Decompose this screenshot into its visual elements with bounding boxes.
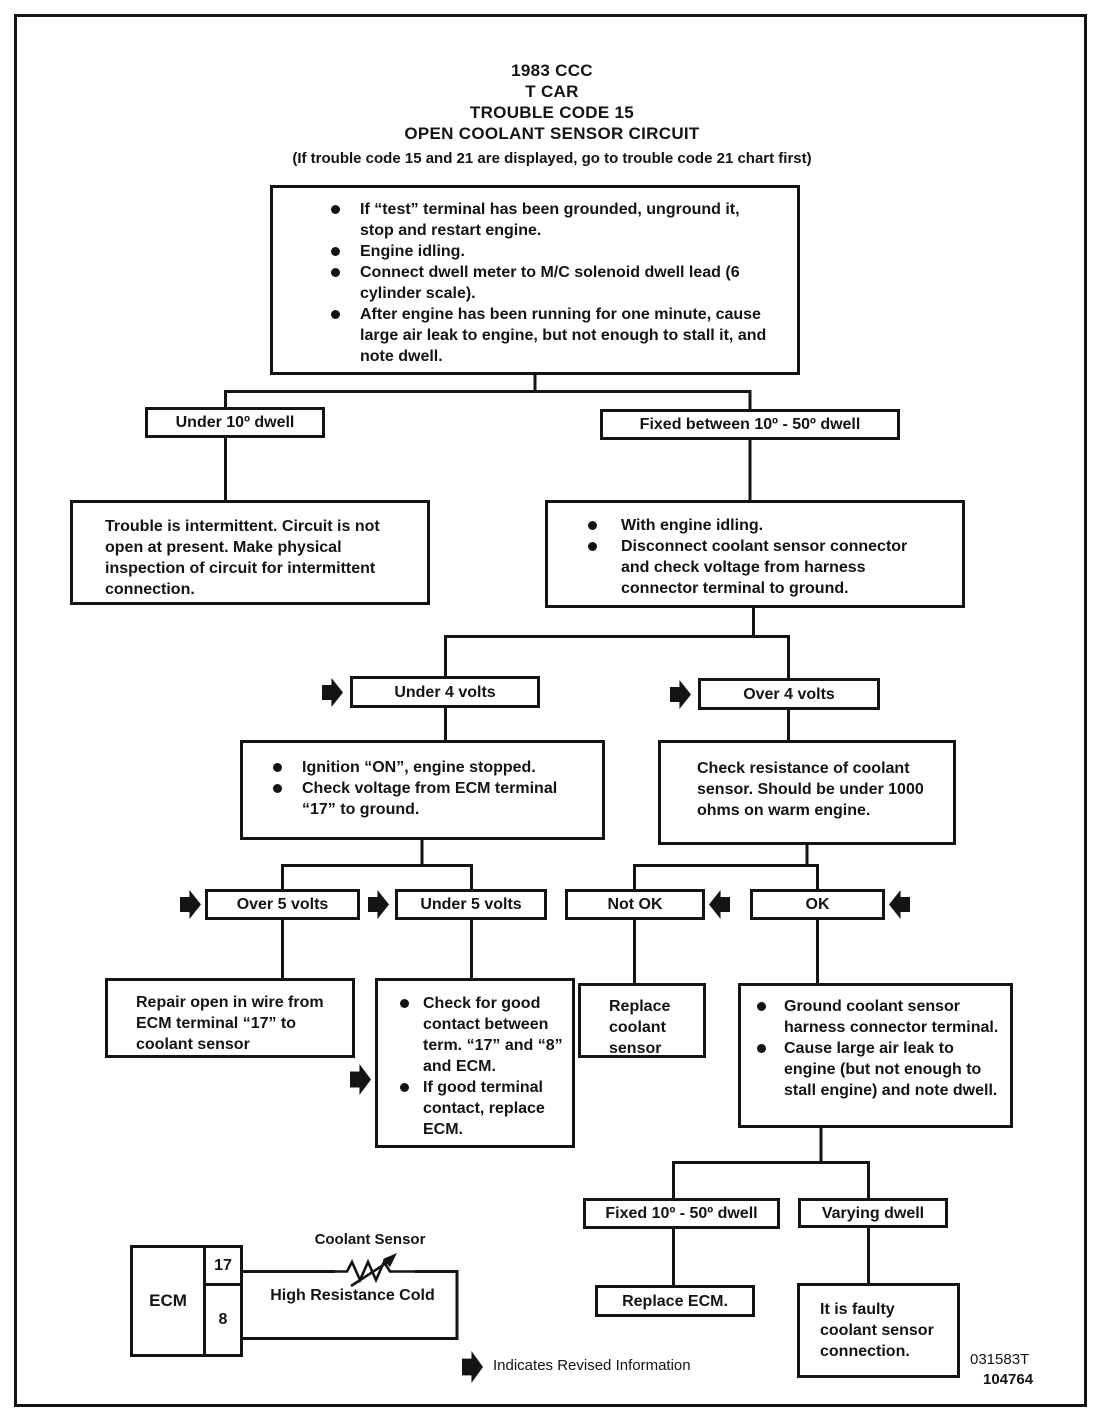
title-line-3: TROUBLE CODE 15 bbox=[469, 103, 635, 122]
figure-number: 104764 bbox=[983, 1371, 1034, 1388]
start-bullet: Connect dwell meter to M/C solenoid dwel… bbox=[360, 264, 740, 302]
decision-over-5-volts: Over 5 volts bbox=[205, 889, 360, 920]
ground-bullet: Cause large air leak to engine (but not … bbox=[784, 1040, 998, 1099]
contact-bullet: Check for good contact between term. “17… bbox=[423, 995, 563, 1075]
high-resistance-note: High Resistance Cold bbox=[270, 1287, 435, 1304]
decision-fixed-dwell: Fixed 10º - 50º dwell bbox=[583, 1198, 780, 1229]
variable-resistor-icon bbox=[335, 1253, 415, 1288]
bullet-icon bbox=[400, 1083, 409, 1092]
bullet-icon bbox=[588, 521, 597, 530]
page-title: 1983 CCC T CAR TROUBLE CODE 15 OPEN COOL… bbox=[0, 60, 1104, 144]
title-line-4: OPEN COOLANT SENSOR CIRCUIT bbox=[404, 124, 700, 143]
page-border bbox=[14, 14, 1087, 1407]
flow-box-engine-idling-check: With engine idling. Disconnect coolant s… bbox=[545, 500, 965, 608]
flow-box-start-instructions: If “test” terminal has been grounded, un… bbox=[270, 185, 800, 375]
decision-fixed-10-50-dwell: Fixed between 10º - 50º dwell bbox=[600, 409, 900, 440]
decision-over-4-volts: Over 4 volts bbox=[698, 678, 880, 710]
bullet-icon bbox=[331, 247, 340, 256]
decision-ok: OK bbox=[750, 889, 885, 920]
flow-box-replace-coolant-sensor: Replace coolant sensor bbox=[578, 983, 706, 1058]
start-bullet: After engine has been running for one mi… bbox=[360, 306, 767, 365]
idling-bullet: Disconnect coolant sensor connector and … bbox=[621, 538, 908, 597]
flow-box-check-resistance: Check resistance of coolant sensor. Shou… bbox=[658, 740, 956, 845]
bullet-icon bbox=[273, 784, 282, 793]
bullet-icon bbox=[757, 1044, 766, 1053]
decision-under-10-dwell: Under 10º dwell bbox=[145, 407, 325, 438]
revision-code: 031583T bbox=[970, 1351, 1030, 1368]
flow-box-faulty-connection: It is faulty coolant sensor connection. bbox=[797, 1283, 960, 1378]
title-line-1: 1983 CCC bbox=[511, 61, 593, 80]
coolant-sensor-label: Coolant Sensor bbox=[314, 1231, 426, 1248]
bullet-icon bbox=[331, 310, 340, 319]
flow-box-check-terminal-contact: Check for good contact between term. “17… bbox=[375, 978, 575, 1148]
start-bullet: If “test” terminal has been grounded, un… bbox=[360, 201, 740, 239]
flow-box-intermittent: Trouble is intermittent. Circuit is not … bbox=[70, 500, 430, 605]
ignition-bullet: Ignition “ON”, engine stopped. bbox=[302, 759, 536, 776]
contact-bullet: If good terminal contact, replace ECM. bbox=[423, 1079, 545, 1138]
flow-box-replace-ecm: Replace ECM. bbox=[595, 1285, 755, 1317]
flow-box-ground-sensor-check: Ground coolant sensor harness connector … bbox=[738, 983, 1013, 1128]
idling-bullet: With engine idling. bbox=[621, 517, 764, 534]
ecm-terminal-8: 8 bbox=[203, 1283, 243, 1357]
title-line-2: T CAR bbox=[525, 82, 579, 101]
page-subtitle: (If trouble code 15 and 21 are displayed… bbox=[292, 150, 812, 167]
bullet-icon bbox=[400, 999, 409, 1008]
flow-box-ignition-on-check: Ignition “ON”, engine stopped. Check vol… bbox=[240, 740, 605, 840]
ground-bullet: Ground coolant sensor harness connector … bbox=[784, 998, 999, 1036]
bullet-icon bbox=[331, 205, 340, 214]
bullet-icon bbox=[757, 1002, 766, 1011]
bullet-icon bbox=[273, 763, 282, 772]
decision-varying-dwell: Varying dwell bbox=[798, 1198, 948, 1228]
bullet-icon bbox=[588, 542, 597, 551]
decision-not-ok: Not OK bbox=[565, 889, 705, 920]
bullet-icon bbox=[331, 268, 340, 277]
legend-text: Indicates Revised Information bbox=[493, 1357, 691, 1374]
ignition-bullet: Check voltage from ECM terminal “17” to … bbox=[302, 780, 558, 818]
flow-box-repair-open-wire: Repair open in wire from ECM terminal “1… bbox=[105, 978, 355, 1058]
start-bullet: Engine idling. bbox=[360, 243, 465, 260]
decision-under-4-volts: Under 4 volts bbox=[350, 676, 540, 708]
ecm-box: ECM bbox=[130, 1245, 206, 1357]
ecm-terminal-17: 17 bbox=[203, 1245, 243, 1286]
decision-under-5-volts: Under 5 volts bbox=[395, 889, 547, 920]
